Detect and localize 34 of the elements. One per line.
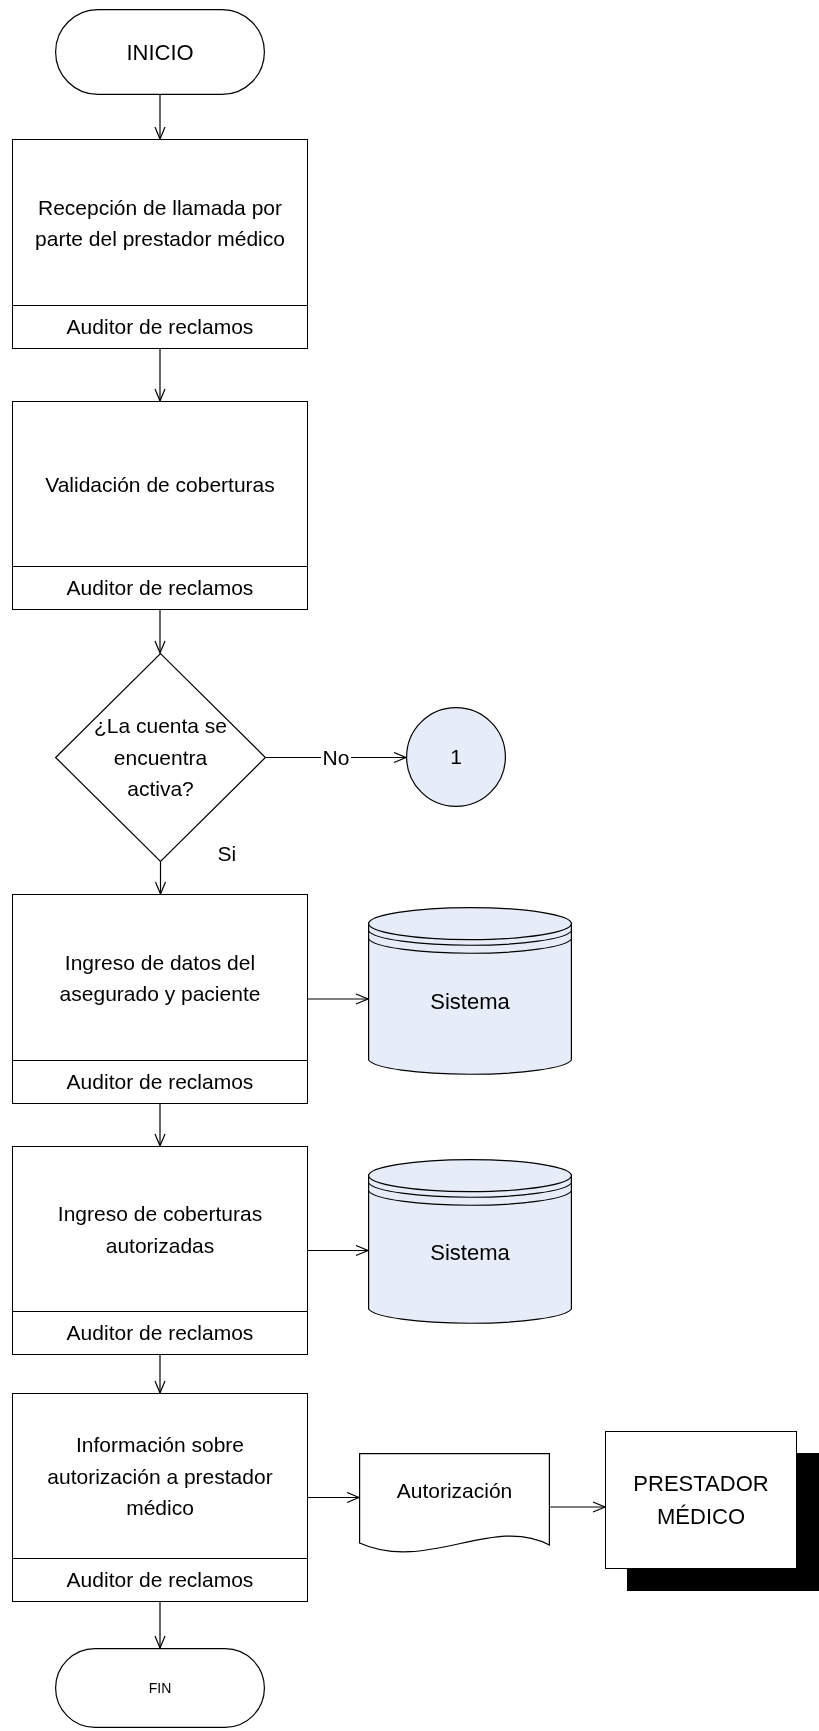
- arrow: [154, 1354, 166, 1394]
- arrow: [307, 993, 369, 1005]
- terminator-text: FIN: [148, 1678, 172, 1698]
- process-text: Información sobre autorización a prestador médico: [46, 1432, 274, 1522]
- process-box: [12, 139, 308, 349]
- document-label: Autorización: [396, 1478, 513, 1505]
- decision-text: ¿La cuenta se encuentra activa?: [92, 713, 229, 803]
- process-box: [12, 1393, 308, 1602]
- arrow: [154, 861, 167, 895]
- arrow: [154, 1601, 166, 1649]
- role-label: Auditor de reclamos: [66, 1567, 254, 1594]
- arrow: [154, 94, 166, 140]
- arrow: [307, 1491, 360, 1504]
- process-text: Ingreso de datos del asegurado y paciente: [58, 949, 262, 1007]
- role-label: Auditor de reclamos: [66, 1069, 254, 1096]
- process-text: Recepción de llamada por parte del prestador médico: [34, 194, 286, 252]
- role-label: Auditor de reclamos: [66, 575, 254, 602]
- process-box: [12, 894, 308, 1104]
- role-label: Auditor de reclamos: [66, 1320, 254, 1347]
- arrow: [307, 1244, 369, 1257]
- entity-text: PRESTADOR MÉDICO: [632, 1470, 770, 1531]
- process-box: [12, 401, 308, 610]
- terminator-text: INICIO: [126, 38, 194, 67]
- connector-number: 1: [450, 744, 462, 771]
- process-text: Validación de coberturas: [45, 471, 275, 498]
- process-box: [12, 1146, 308, 1355]
- role-label: Auditor de reclamos: [66, 314, 254, 341]
- database-label: Sistema: [430, 988, 510, 1016]
- arrow: [154, 609, 166, 654]
- process-text: Ingreso de coberturas autorizadas: [56, 1201, 264, 1259]
- arrow: [154, 348, 166, 402]
- arrow: [549, 1501, 606, 1513]
- arrow: [154, 1103, 166, 1147]
- database-label: Sistema: [430, 1238, 510, 1267]
